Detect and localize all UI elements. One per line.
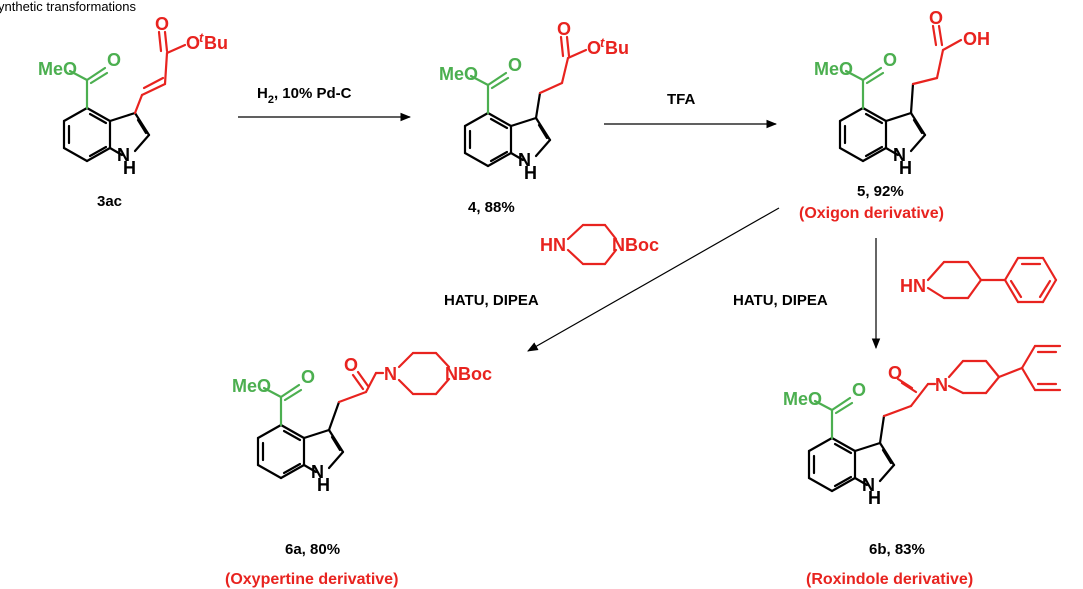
atom-o: O	[587, 38, 601, 58]
atom-meo: MeO	[814, 59, 853, 79]
atom-o: O	[508, 55, 522, 75]
atom-meo: MeO	[783, 389, 822, 409]
atom-o: O	[155, 14, 169, 34]
atom-n: N	[862, 475, 875, 495]
atom-t: t	[600, 35, 605, 50]
reagent-phenylpiperidine: HN	[900, 256, 1058, 304]
atom-t: t	[199, 30, 204, 45]
atom-o: O	[186, 33, 200, 53]
compound-note: (Oxypertine derivative)	[225, 571, 398, 588]
atom-n: N	[893, 145, 906, 165]
atom-h: H	[899, 158, 912, 178]
atom-hn: HN	[900, 276, 926, 296]
atom-o: O	[107, 50, 121, 70]
atom-bu: Bu	[204, 33, 228, 53]
compound-note: (Oxigon derivative)	[799, 205, 944, 222]
compound-3ac: MeO O H N O O t Bu	[38, 14, 228, 178]
atom-h: H	[123, 158, 136, 178]
atom-h: H	[524, 163, 537, 183]
atom-o: O	[557, 19, 571, 39]
atom-n: N	[311, 462, 324, 482]
condition-coupling-b: HATU, DIPEA	[733, 292, 828, 309]
atom-oh: OH	[963, 29, 990, 49]
compound-label: 6a, 80%	[285, 541, 340, 558]
condition-hydrogenation: H2, 10% Pd-C	[257, 85, 352, 106]
atom-o: O	[883, 50, 897, 70]
atom-o: O	[888, 363, 902, 383]
atom-h: H	[868, 488, 881, 508]
arrow-coupling-a	[527, 207, 780, 352]
atom-n: N	[935, 375, 948, 395]
atom-meo: MeO	[38, 59, 77, 79]
condition-coupling-a: HATU, DIPEA	[444, 292, 539, 309]
atom-hn: HN	[540, 235, 566, 255]
scheme-caption: ynthetic transformations	[0, 0, 137, 14]
compound-label: 4, 88%	[468, 199, 515, 216]
compound-5: MeO O H N O OH	[814, 8, 990, 178]
atom-meo: MeO	[439, 64, 478, 84]
reagent-boc-piperazine: HN NBoc	[540, 223, 659, 266]
atom-nboc: NBoc	[445, 364, 492, 384]
compound-note: (Roxindole derivative)	[806, 571, 973, 588]
atom-nboc: NBoc	[612, 235, 659, 255]
atom-bu: Bu	[605, 38, 629, 58]
atom-o: O	[929, 8, 943, 28]
compound-label: 6b, 83%	[869, 541, 925, 558]
atom-o: O	[301, 367, 315, 387]
compound-4: MeO O H N O O t Bu	[439, 19, 629, 183]
atom-h: H	[317, 475, 330, 495]
atom-meo: MeO	[232, 376, 271, 396]
atom-n: N	[384, 364, 397, 384]
compound-6b: MeO O H N O N	[783, 344, 1062, 508]
atom-n: N	[518, 150, 531, 170]
condition-deprotection: TFA	[667, 91, 695, 108]
atom-o: O	[852, 380, 866, 400]
compound-label: 5, 92%	[857, 183, 904, 200]
compound-label: 3ac	[97, 193, 122, 210]
atom-o: O	[344, 355, 358, 375]
compound-6a: MeO O H N O N NBoc	[232, 351, 492, 495]
atom-n: N	[117, 145, 130, 165]
